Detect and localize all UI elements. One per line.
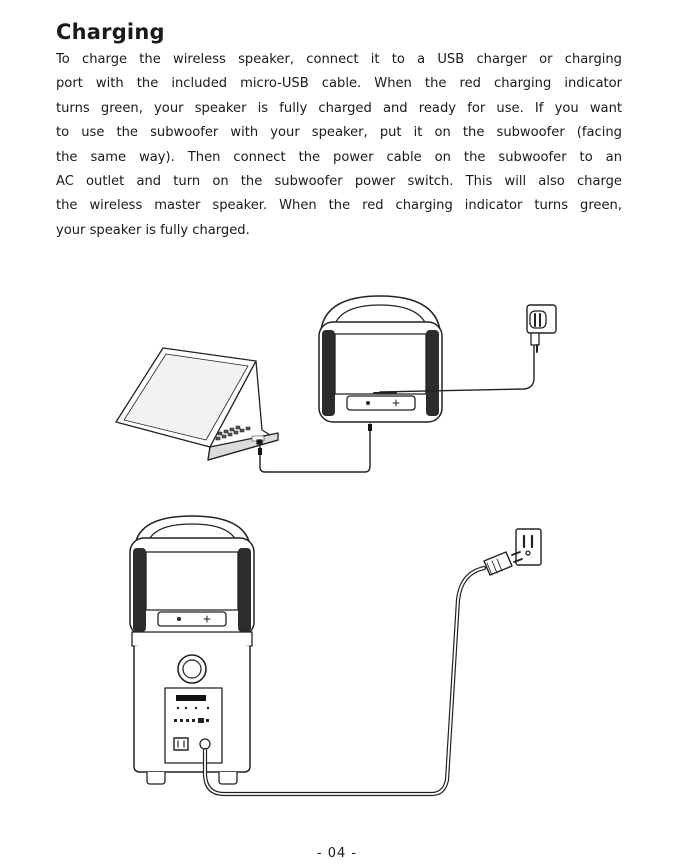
section-heading: Charging [56, 20, 165, 44]
usb-cable [259, 423, 371, 473]
ac-power-cable [202, 565, 487, 797]
instruction-line: to use the subwoofer with your speaker, … [56, 125, 622, 141]
wireless-speaker-top [318, 295, 443, 423]
instruction-line: the same way). Then connect the power ca… [56, 149, 622, 165]
charging-instructions: To charge the wireless speaker, connect … [56, 48, 622, 243]
ac-plug [483, 551, 523, 576]
subwoofer [131, 631, 253, 785]
instruction-line: turns green, your speaker is fully charg… [56, 100, 622, 116]
usb-wall-charger [526, 304, 557, 353]
instruction-line: port with the included micro-USB cable. … [56, 76, 622, 92]
instruction-line: your speaker is fully charged. [56, 222, 250, 238]
instruction-line: the wireless master speaker. When the re… [56, 198, 622, 214]
charger-cable [379, 345, 535, 393]
wireless-speaker-on-subwoofer [129, 515, 255, 637]
laptop-illustration [115, 347, 279, 461]
ac-outlet [515, 528, 542, 566]
page-number: - 04 - [316, 846, 358, 861]
instruction-line: To charge the wireless speaker, connect … [56, 52, 622, 67]
instruction-line: AC outlet and turn on the subwoofer powe… [56, 174, 622, 190]
